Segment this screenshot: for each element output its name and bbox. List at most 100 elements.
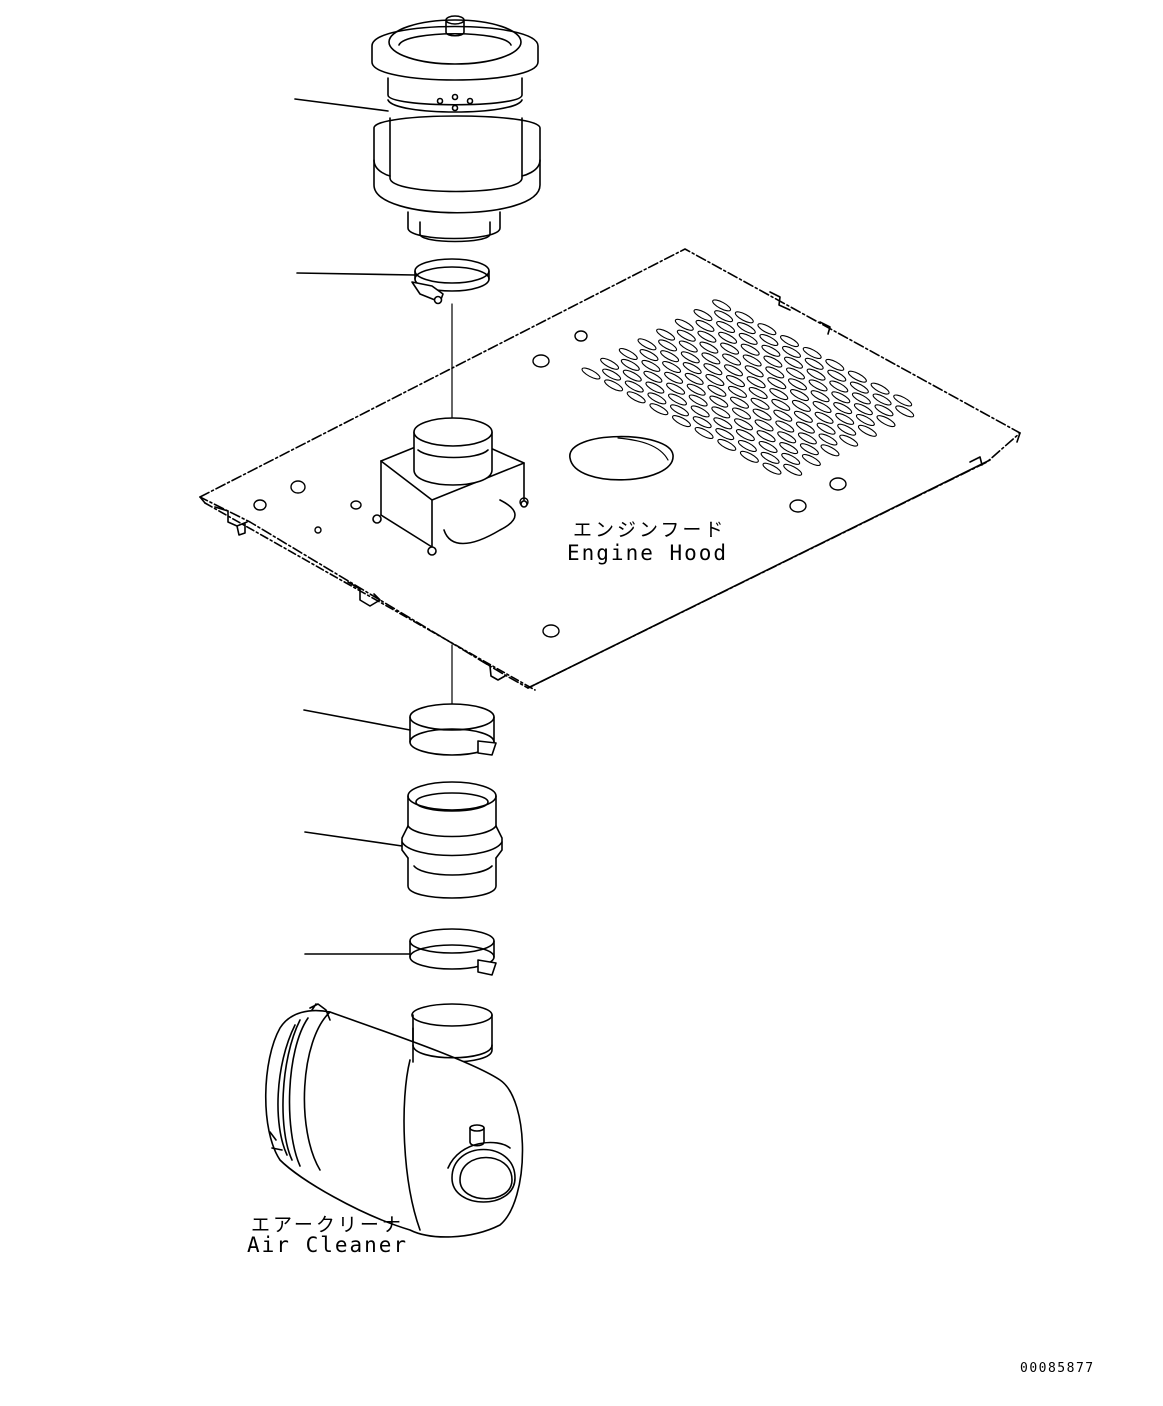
grille-slot bbox=[801, 452, 822, 467]
grille-slot bbox=[694, 425, 715, 440]
grille-slot bbox=[782, 462, 803, 477]
grille-slot bbox=[663, 370, 684, 385]
grille-slot bbox=[748, 385, 769, 400]
grille-slot bbox=[688, 393, 709, 408]
grille-slot bbox=[727, 384, 748, 399]
leader-line-precleaner bbox=[295, 99, 388, 111]
grille-slot bbox=[622, 368, 643, 383]
grille-slot bbox=[874, 403, 895, 418]
grille-slot bbox=[824, 357, 845, 372]
grille-slot bbox=[684, 371, 705, 386]
grille-slot bbox=[772, 408, 793, 423]
grille-slot bbox=[671, 414, 692, 429]
grille-slot bbox=[802, 345, 823, 360]
grille-slot bbox=[601, 367, 622, 382]
grille-slot bbox=[757, 322, 778, 337]
grille-slot bbox=[834, 411, 855, 426]
middle-hose-clamp bbox=[410, 704, 496, 755]
grille-slot bbox=[693, 308, 714, 323]
grille-slot bbox=[763, 354, 784, 369]
grille-slot bbox=[665, 381, 686, 396]
grille-slot bbox=[695, 318, 716, 333]
grille-slot bbox=[690, 404, 711, 419]
grille-slot bbox=[830, 390, 851, 405]
grille-slot bbox=[618, 346, 639, 361]
grille-slot bbox=[872, 392, 893, 407]
grille-slot bbox=[674, 317, 695, 332]
grille-slot bbox=[849, 380, 870, 395]
grille-slot bbox=[719, 341, 740, 356]
grille-slot bbox=[703, 362, 724, 377]
grille-slot bbox=[750, 396, 771, 411]
air-cleaner-label-en: Air Cleaner bbox=[247, 1233, 409, 1257]
connecting-hose bbox=[402, 782, 502, 898]
grille-slot bbox=[639, 348, 660, 363]
grille-slot bbox=[876, 414, 897, 429]
grille-slot bbox=[774, 419, 795, 434]
hood-large-opening bbox=[570, 437, 673, 480]
grille-slot bbox=[676, 328, 697, 343]
grille-slot bbox=[762, 461, 783, 476]
lower-hose-clamp bbox=[410, 929, 496, 975]
hood-mounting-holes bbox=[254, 331, 846, 637]
grille-slot bbox=[737, 438, 758, 453]
grille-slot bbox=[785, 366, 806, 381]
leader-line-hose bbox=[305, 832, 402, 846]
grille-slot bbox=[754, 418, 775, 433]
grille-slot bbox=[716, 437, 737, 452]
grille-slot bbox=[776, 430, 797, 445]
grille-slot bbox=[624, 379, 645, 394]
grille-slot bbox=[832, 401, 853, 416]
grille-slot bbox=[894, 404, 915, 419]
grille-slot bbox=[764, 365, 785, 380]
grille-slot bbox=[599, 356, 620, 371]
air-cleaner-label-jp: エアークリーナ bbox=[251, 1214, 404, 1236]
grille-slot bbox=[770, 397, 791, 412]
grille-slot bbox=[892, 393, 913, 408]
grille-slot bbox=[692, 415, 713, 430]
grille-slot bbox=[714, 427, 735, 442]
grille-slot bbox=[791, 398, 812, 413]
grille-slot bbox=[705, 372, 726, 387]
grille-slot bbox=[713, 309, 734, 324]
grille-slot bbox=[680, 350, 701, 365]
grille-slot bbox=[678, 339, 699, 354]
grille-slot bbox=[734, 310, 755, 325]
grille-slot bbox=[742, 353, 763, 368]
grille-slot bbox=[701, 351, 722, 366]
grille-slot bbox=[697, 329, 718, 344]
engine-hood-label-jp: エンジンフード bbox=[573, 519, 727, 541]
grille-slot bbox=[723, 363, 744, 378]
grille-slot bbox=[746, 375, 767, 390]
grille-slot bbox=[682, 361, 703, 376]
engine-hood-panel bbox=[200, 249, 1020, 690]
grille-slot bbox=[836, 422, 857, 437]
grille-slot bbox=[851, 391, 872, 406]
grille-slot bbox=[795, 420, 816, 435]
grille-slot bbox=[626, 390, 647, 405]
grille-slot bbox=[838, 433, 859, 448]
grille-slot bbox=[729, 395, 750, 410]
grille-slot bbox=[761, 343, 782, 358]
grille-slot bbox=[828, 379, 849, 394]
grille-slot bbox=[661, 359, 682, 374]
grille-slot bbox=[739, 449, 760, 464]
grille-slot bbox=[855, 412, 876, 427]
grille-slot bbox=[725, 374, 746, 389]
grille-slot bbox=[797, 431, 818, 446]
engine-hood-label-en: Engine Hood bbox=[567, 541, 729, 565]
grille-slot bbox=[712, 416, 733, 431]
leader-line-middle-clamp bbox=[304, 710, 410, 730]
hood-grille-pattern bbox=[581, 298, 915, 477]
top-hose-clamp bbox=[412, 259, 489, 304]
grille-slot bbox=[847, 369, 868, 384]
grille-slot bbox=[699, 340, 720, 355]
grille-slot bbox=[647, 391, 668, 406]
grille-slot bbox=[778, 441, 799, 456]
grille-slot bbox=[756, 429, 777, 444]
grille-slot bbox=[799, 442, 820, 457]
grille-slot bbox=[657, 338, 678, 353]
grille-slot bbox=[870, 381, 891, 396]
grille-slot bbox=[669, 403, 690, 418]
grille-slot bbox=[721, 352, 742, 367]
